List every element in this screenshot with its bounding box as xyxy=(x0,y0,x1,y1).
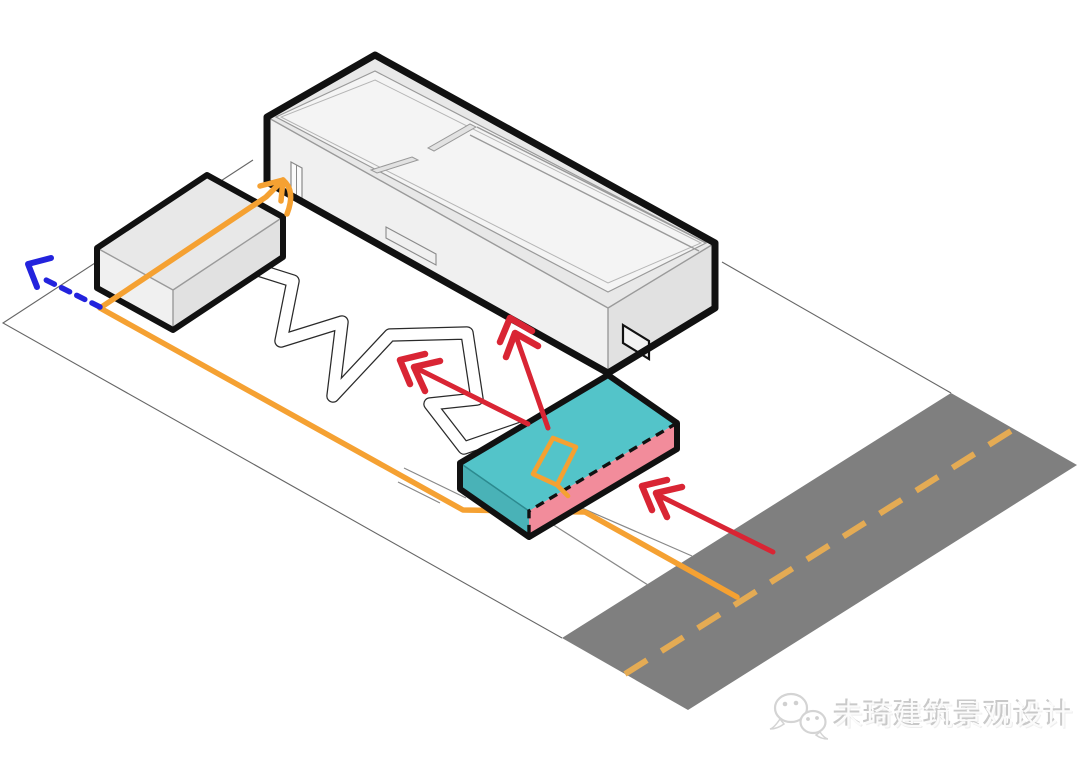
entry-volume-sw-face xyxy=(460,463,529,537)
wechat-icon xyxy=(769,692,828,740)
driveway-edge xyxy=(574,504,693,557)
annex-roof-face xyxy=(97,175,283,290)
annex-sw-face xyxy=(97,248,173,330)
watermark-text: 未琦建筑景观设计 xyxy=(834,700,1075,732)
red-arrow-shaft xyxy=(514,336,551,431)
blue-dashed-shaft xyxy=(43,277,103,310)
watermark: 未琦建筑景观设计 xyxy=(760,678,1080,748)
meandering-path xyxy=(153,261,529,466)
red-arrow-shaft xyxy=(659,494,776,555)
blue-arrowhead xyxy=(25,255,54,290)
red-arrow-to-path xyxy=(396,350,531,427)
red-arrow-chevron xyxy=(496,314,536,346)
red-arrow-chevron xyxy=(396,350,429,388)
site-edge-east xyxy=(721,261,952,394)
annex-building xyxy=(94,172,286,333)
meandering-path-inner xyxy=(154,262,528,465)
orange-arrowhead xyxy=(257,177,286,204)
entry-arrows-red xyxy=(396,314,776,555)
annex-outline xyxy=(94,172,286,333)
main-building-plinth-notch xyxy=(385,226,437,266)
main-building-partition-wall xyxy=(369,156,420,174)
main-building-corridor-line xyxy=(469,126,707,252)
entry-volume xyxy=(457,372,680,540)
red-arrow-shaft xyxy=(417,367,531,427)
main-building-interior-floor xyxy=(274,70,708,293)
main-building xyxy=(263,51,719,377)
red-arrow-chevron xyxy=(652,483,686,521)
entry-volume-pink-face xyxy=(529,423,677,537)
entry-volume-dashed-edge xyxy=(527,421,678,537)
entry-volume-edge xyxy=(459,462,530,512)
main-building-sw-face xyxy=(267,117,608,373)
red-arrow-to-building xyxy=(496,314,551,431)
main-building-wall-top-edges xyxy=(266,116,716,373)
annex-edges xyxy=(96,216,284,330)
main-building-baseboard-line xyxy=(279,79,703,284)
driveway-edge xyxy=(403,467,467,499)
red-arrow-chevron xyxy=(502,329,542,361)
red-arrow-from-road xyxy=(638,476,776,555)
driveway-lines xyxy=(397,467,693,586)
exit-arrow-blue xyxy=(25,255,103,310)
red-arrow-chevron xyxy=(410,357,444,395)
orange-loop-on-roof xyxy=(530,435,579,499)
road xyxy=(562,393,1077,710)
driveway-edge xyxy=(397,481,441,504)
driveway-edge xyxy=(551,523,649,586)
road-centerline xyxy=(623,426,1016,677)
annex-se-face xyxy=(173,217,283,330)
main-building-partition-wall xyxy=(426,123,478,152)
red-arrow-chevron xyxy=(638,476,671,514)
